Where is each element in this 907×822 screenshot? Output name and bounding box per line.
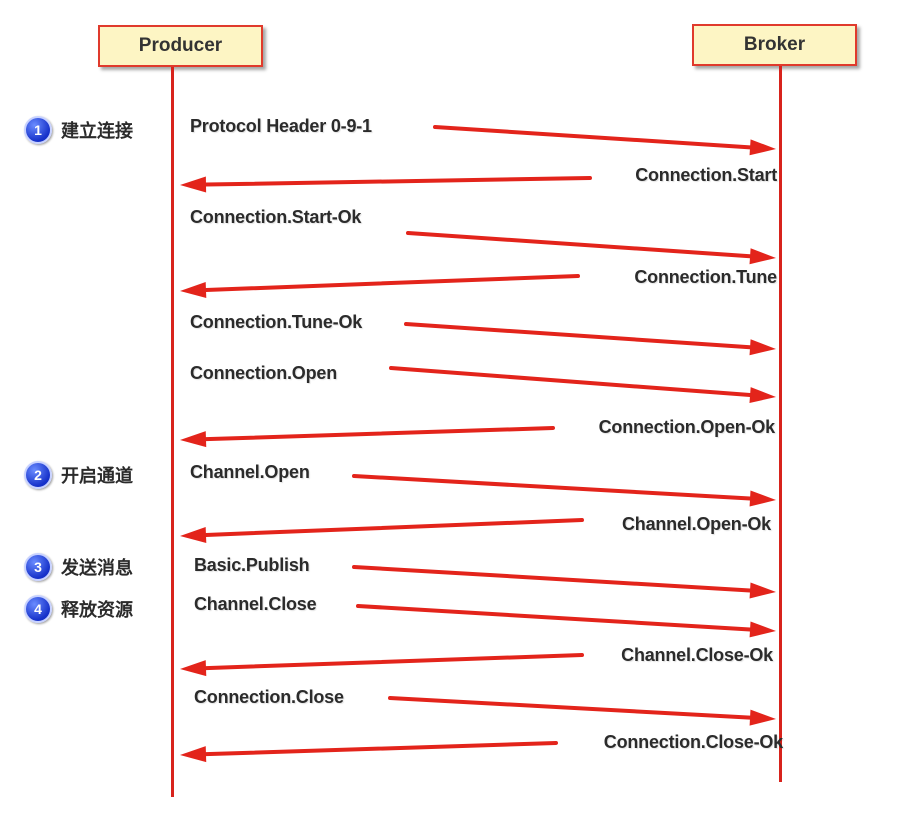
message-label: Connection.Tune: [634, 267, 777, 287]
broker-actor: Broker: [692, 24, 857, 66]
step-2-badge: 2: [24, 461, 52, 489]
arrowhead-icon: [180, 660, 207, 677]
step-3-badge: 3: [24, 553, 52, 581]
message-label: Protocol Header 0-9-1: [190, 116, 372, 136]
message-arrow-line: [203, 426, 555, 442]
step-4: 4 释放资源: [24, 595, 133, 623]
message-arrow-line: [406, 231, 753, 259]
message-arrow-line: [433, 125, 753, 150]
message-label: Connection.Open-Ok: [598, 417, 776, 437]
step-1-label: 建立连接: [61, 121, 133, 142]
step-1: 1 建立连接: [24, 116, 133, 144]
message-arrow-line: [203, 274, 580, 293]
message-label: Channel.Open-Ok: [621, 514, 771, 534]
arrowhead-icon: [749, 709, 776, 726]
producer-label: Producer: [138, 35, 223, 56]
message-arrow-line: [203, 518, 584, 537]
arrowhead-icon: [749, 387, 776, 404]
arrowhead-icon: [749, 490, 776, 507]
message-label: Connection.Close: [194, 687, 344, 707]
arrowhead-icon: [180, 282, 207, 299]
message-label: Channel.Close-Ok: [621, 645, 773, 665]
step-3: 3 发送消息: [24, 553, 133, 581]
broker-label: Broker: [743, 34, 806, 55]
message-label: Basic.Publish: [194, 555, 310, 575]
arrowhead-icon: [749, 339, 776, 356]
message-arrow-line: [389, 366, 753, 398]
message-label: Channel.Close: [194, 594, 317, 614]
arrowhead-icon: [180, 746, 207, 763]
arrowhead-icon: [180, 176, 207, 193]
step-3-label: 发送消息: [61, 558, 133, 579]
arrowhead-icon: [180, 431, 207, 448]
step-4-badge: 4: [24, 595, 52, 623]
message-arrow-line: [203, 741, 558, 757]
arrowhead-icon: [749, 582, 776, 599]
producer-actor: Producer: [98, 25, 263, 67]
arrowhead-icon: [180, 526, 207, 543]
arrowhead-icon: [749, 248, 776, 265]
message-label: Connection.Open: [190, 363, 337, 383]
step-2-label: 开启通道: [61, 466, 133, 487]
message-label: Connection.Close-Ok: [603, 732, 783, 752]
message-arrow-line: [356, 604, 753, 632]
message-label: Connection.Start: [635, 165, 777, 185]
broker-lifeline: [779, 66, 782, 782]
message-arrow-line: [404, 322, 753, 350]
message-label: Connection.Tune-Ok: [190, 312, 363, 332]
step-1-badge: 1: [24, 116, 52, 144]
step-2: 2 开启通道: [24, 461, 133, 489]
message-label: Connection.Start-Ok: [190, 207, 362, 227]
message-arrow-line: [203, 653, 584, 671]
arrowhead-icon: [749, 139, 776, 156]
step-4-label: 释放资源: [61, 600, 133, 621]
arrowhead-icon: [749, 621, 776, 638]
message-arrow-line: [203, 176, 592, 187]
message-arrow-line: [388, 696, 753, 720]
message-arrow-line: [352, 565, 753, 593]
message-label: Channel.Open: [190, 462, 310, 482]
message-arrow-line: [352, 474, 753, 501]
producer-lifeline: [171, 67, 174, 797]
